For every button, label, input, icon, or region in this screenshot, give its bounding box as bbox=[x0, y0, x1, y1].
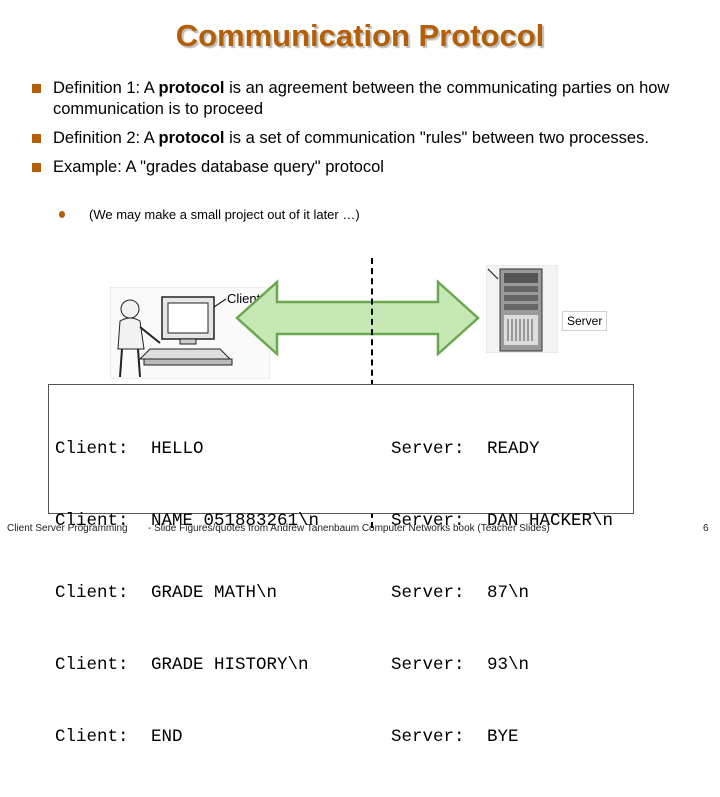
client-message: END bbox=[151, 727, 183, 747]
client-message: HELLO bbox=[151, 439, 204, 459]
server-messages-column: READY DAN HACKER\n 87\n 93\n BYE bbox=[487, 389, 613, 797]
square-bullet-icon bbox=[32, 163, 41, 172]
server-label-line: Server: bbox=[391, 439, 465, 459]
server-message: 87\n bbox=[487, 583, 530, 603]
client-label-line: Client: bbox=[55, 511, 129, 531]
sub-bullet-text: (We may make a small project out of it l… bbox=[89, 207, 360, 222]
server-label-line: Server: bbox=[391, 727, 465, 747]
server-tower-icon bbox=[486, 265, 558, 353]
bullet-example: Example: A "grades database query" proto… bbox=[32, 157, 692, 178]
server-label-line: Server: bbox=[391, 583, 465, 603]
server-label-line: Server: bbox=[391, 511, 465, 531]
sub-bullet: (We may make a small project out of it l… bbox=[57, 207, 360, 222]
client-labels-column: Client: Client: Client: Client: Client: bbox=[55, 389, 129, 797]
bullet-text-pre: Definition 1: A bbox=[53, 79, 159, 97]
client-label-line: Client: bbox=[55, 439, 129, 459]
bullet-text-bold: protocol bbox=[158, 129, 225, 147]
bullet-text-bold: protocol bbox=[158, 79, 225, 97]
bullet-text-pre: Example: A "grades database query" proto… bbox=[53, 158, 384, 176]
server-label: Server bbox=[562, 311, 608, 331]
client-label-line: Client: bbox=[55, 655, 129, 675]
client-label-line: Client: bbox=[55, 727, 129, 747]
server-message: READY bbox=[487, 439, 540, 459]
bullet-text-post: is a set of communication "rules" betwee… bbox=[224, 129, 649, 147]
footer-credit: - Slide Figures/quotes from Andrew Tanen… bbox=[148, 523, 550, 534]
client-label-line: Client: bbox=[55, 583, 129, 603]
round-bullet-icon bbox=[59, 211, 65, 218]
square-bullet-icon bbox=[32, 134, 41, 143]
page-number: 6 bbox=[703, 523, 709, 534]
bullet-definition-2: Definition 2: A protocol is a set of com… bbox=[32, 128, 692, 149]
client-message: GRADE MATH\n bbox=[151, 583, 278, 603]
double-arrow-icon bbox=[235, 279, 480, 357]
slide-title: Communication Protocol bbox=[175, 18, 545, 53]
server-message: DAN HACKER\n bbox=[487, 511, 614, 531]
server-message: 93\n bbox=[487, 655, 530, 675]
server-labels-column: Server: Server: Server: Server: Server: bbox=[391, 389, 465, 797]
protocol-dialog: Client: Client: Client: Client: Client: … bbox=[48, 384, 634, 747]
bullet-text-post: is an agreement between the communicatin… bbox=[53, 79, 670, 118]
server-message: BYE bbox=[487, 727, 519, 747]
client-message: NAME 051883261\n bbox=[151, 511, 320, 531]
bullet-text-pre: Definition 2: A bbox=[53, 129, 159, 147]
client-messages-column: HELLO NAME 051883261\n GRADE MATH\n GRAD… bbox=[151, 389, 319, 797]
bullet-definition-1: Definition 1: A protocol is an agreement… bbox=[32, 78, 692, 120]
footer-course: Client Server Programming bbox=[7, 523, 128, 534]
square-bullet-icon bbox=[32, 84, 41, 93]
bullet-list: Definition 1: A protocol is an agreement… bbox=[32, 78, 692, 186]
server-label-line: Server: bbox=[391, 655, 465, 675]
client-computer-icon: Client bbox=[110, 287, 270, 379]
client-message: GRADE HISTORY\n bbox=[151, 655, 309, 675]
client-label: Client bbox=[227, 291, 261, 306]
